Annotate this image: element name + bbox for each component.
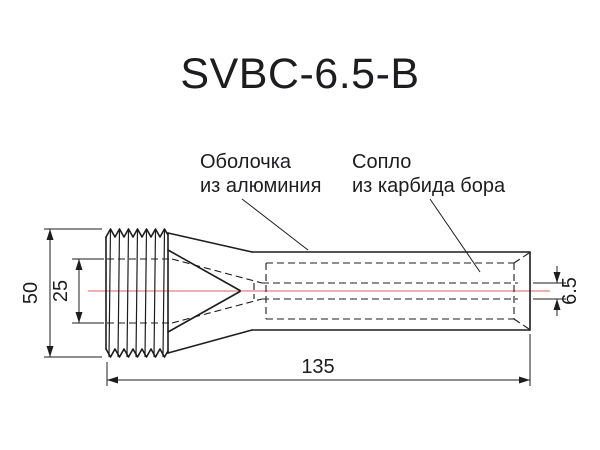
page-title: SVBC-6.5-B: [180, 50, 419, 98]
hidden-lines: [107, 252, 530, 330]
dimension-lines: [44, 228, 566, 386]
dim-bore-diameter: 6.5: [559, 277, 581, 305]
taper-top: [167, 232, 253, 253]
dim-inlet-diameter: 25: [50, 280, 72, 302]
leader-line-nozzle: [429, 198, 481, 273]
taper-bottom: [167, 329, 253, 354]
leader-line-shell: [241, 198, 309, 251]
callout-shell: Оболочка из алюминия: [200, 151, 321, 197]
cone-bottom: [171, 298, 263, 324]
callout-shell-line1: Оболочка: [200, 151, 292, 173]
callout-nozzle: Сопло из карбида бора: [352, 151, 506, 197]
callout-nozzle-line1: Сопло: [352, 151, 411, 173]
thread-crests-bottom: [105, 348, 169, 358]
chamfer-top: [513, 252, 530, 264]
funnel-bottom: [167, 290, 241, 333]
thread-flanks: [108, 228, 166, 358]
cone-top: [171, 258, 263, 284]
dim-length: 135: [301, 356, 334, 378]
dim-outer-diameter: 50: [20, 282, 42, 304]
body-outline: [105, 228, 531, 358]
callout-shell-line2: из алюминия: [200, 175, 321, 197]
chamfer-bottom: [513, 318, 530, 330]
callout-nozzle-line2: из карбида бора: [352, 175, 506, 197]
dimension-texts: 50 25 6.5 135: [20, 277, 581, 378]
funnel-top: [167, 249, 241, 292]
